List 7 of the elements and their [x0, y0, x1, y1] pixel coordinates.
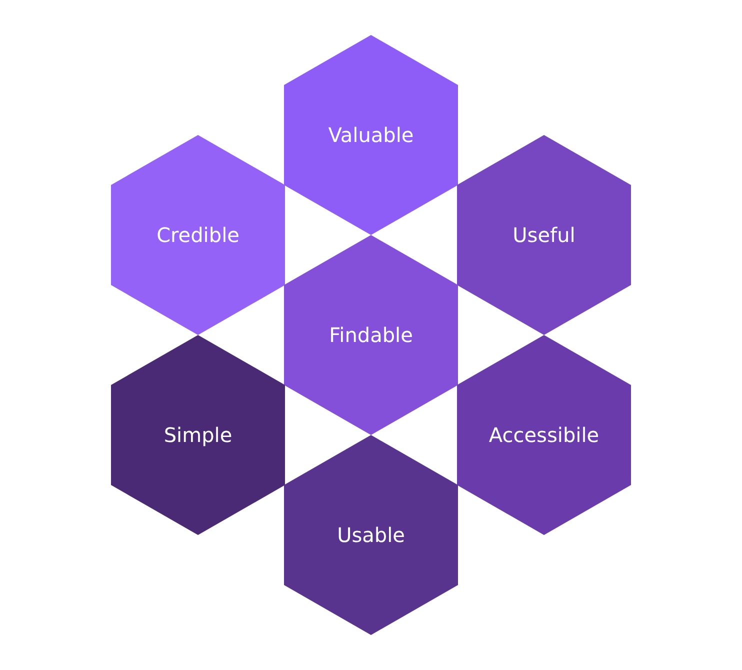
tile-label: Findable — [329, 323, 413, 347]
tile-label: Useful — [512, 223, 576, 247]
tile-label: Usable — [337, 523, 405, 547]
tile-label: Credible — [156, 223, 240, 247]
tile-label: Simple — [164, 423, 232, 447]
tile-label: Valuable — [328, 123, 414, 147]
tile-label: Accessibile — [488, 423, 600, 447]
